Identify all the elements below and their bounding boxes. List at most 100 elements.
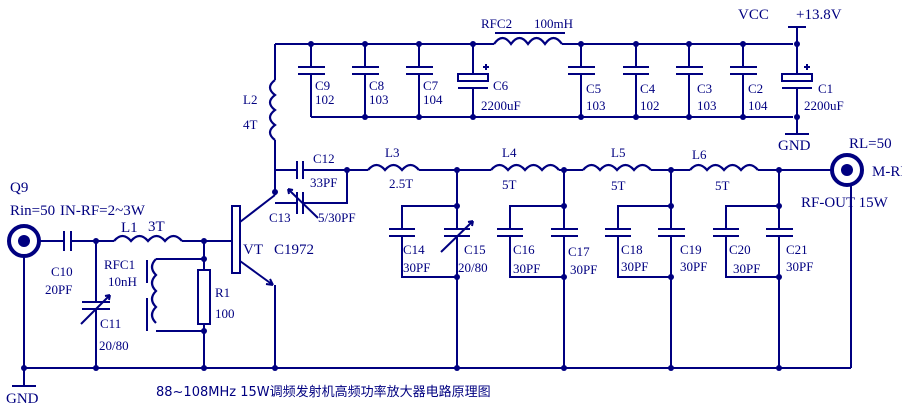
l2-value: 4T [243, 117, 258, 132]
c16-ref: C16 [513, 242, 535, 257]
c16-c17-group [497, 170, 578, 368]
c6-electrolytic-capacitor [457, 44, 489, 117]
c7-ref: C7 [423, 78, 439, 93]
rfc2-value: 100mH [534, 16, 573, 31]
c3-ref: C3 [697, 81, 712, 96]
c20-ref: C20 [729, 242, 751, 257]
c11-trimmer-capacitor [80, 241, 111, 368]
c1-electrolytic-capacitor [781, 27, 813, 134]
vt-ref: VT [243, 242, 263, 258]
rf-output-connector [830, 153, 864, 368]
c2-capacitor [730, 44, 757, 117]
c5-value: 103 [586, 98, 606, 113]
l5-ref: L5 [611, 145, 625, 160]
output-filter-line [347, 163, 832, 172]
diagram-caption: 88~108MHz 15W调频发射机高频功率放大器电路原理图 [156, 384, 491, 400]
c10-ref: C10 [51, 264, 73, 279]
input-connector-label: Q9 [10, 180, 28, 196]
c9-value: 102 [315, 92, 335, 107]
c19-ref: C19 [680, 242, 702, 257]
c20-value: 30PF [733, 261, 760, 276]
l2-inductor [268, 44, 277, 190]
l4-ref: L4 [502, 145, 517, 160]
vcc-label: VCC [738, 7, 769, 23]
c10-value: 20PF [45, 282, 72, 297]
rfc2-inductor [493, 32, 565, 46]
c4-value: 102 [640, 98, 660, 113]
l3-ref: L3 [385, 145, 399, 160]
c14-ref: C14 [403, 242, 425, 257]
c4-ref: C4 [640, 81, 656, 96]
c6-ref: C6 [493, 78, 509, 93]
c12-capacitor [275, 161, 347, 179]
rf-input-connector [7, 224, 41, 387]
c6-value: 2200uF [481, 98, 521, 113]
vcc-voltage: +13.8V [796, 7, 842, 23]
c13-trimmer-capacitor [275, 170, 348, 219]
r1-resistor [197, 241, 211, 368]
rfc2-ref: RFC2 [481, 16, 512, 31]
c1-value: 2200uF [804, 98, 844, 113]
c2-value: 104 [748, 98, 768, 113]
c18-ref: C18 [621, 242, 643, 257]
c14-c15-group [389, 170, 474, 368]
c19-value: 30PF [680, 259, 707, 274]
c16-value: 30PF [513, 261, 540, 276]
gnd-bottom-label: GND [6, 391, 39, 407]
rl-label: RL=50 [849, 136, 892, 152]
output-connector-label: M-RF [872, 164, 902, 180]
c14-value: 30PF [403, 260, 430, 275]
c2-ref: C2 [748, 81, 763, 96]
c17-ref: C17 [568, 244, 590, 259]
r1-ref: R1 [215, 285, 230, 300]
c5-capacitor [568, 44, 595, 117]
c11-value: 20/80 [99, 338, 129, 353]
c4-capacitor [623, 44, 649, 117]
c8-ref: C8 [369, 78, 384, 93]
c12-value: 33PF [310, 175, 337, 190]
c5-ref: C5 [586, 81, 601, 96]
c3-capacitor [676, 44, 703, 117]
c18-c19-group [605, 170, 685, 368]
rfc1-ref: RFC1 [104, 257, 135, 272]
r1-value: 100 [215, 306, 235, 321]
c21-value: 30PF [786, 259, 813, 274]
vt-part: C1972 [274, 242, 314, 258]
l6-ref: L6 [692, 147, 707, 162]
rf-out-label: RF-OUT 15W [801, 195, 889, 211]
l5-value: 5T [611, 178, 626, 193]
gnd-top-label: GND [778, 138, 811, 154]
c15-ref: C15 [464, 242, 486, 257]
c15-value: 20/80 [458, 260, 488, 275]
rfc1-value: 10nH [108, 274, 137, 289]
c9-ref: C9 [315, 78, 330, 93]
l3-value: 2.5T [389, 176, 413, 191]
l2-ref: L2 [243, 92, 257, 107]
c13-ref: C13 [269, 210, 291, 225]
c10-capacitor [39, 231, 114, 251]
c17-value: 30PF [570, 262, 597, 277]
in-rf-label: IN-RF=2~3W [60, 203, 146, 219]
c8-capacitor [352, 44, 379, 117]
c21-ref: C21 [786, 242, 808, 257]
l1-inductor [113, 234, 232, 243]
c18-value: 30PF [621, 259, 648, 274]
c9-capacitor [298, 44, 325, 117]
c7-value: 104 [423, 92, 443, 107]
c8-value: 103 [369, 92, 389, 107]
c20-c21-group [713, 170, 793, 368]
c3-value: 103 [697, 98, 717, 113]
c12-ref: C12 [313, 151, 335, 166]
rfc1-inductor [146, 258, 204, 332]
l6-value: 5T [715, 178, 730, 193]
l4-value: 5T [502, 177, 517, 192]
l1-ref: L1 [121, 220, 138, 236]
c1-ref: C1 [818, 81, 833, 96]
c7-capacitor [406, 44, 433, 117]
c13-value: 5/30PF [318, 210, 356, 225]
l1-value: 3T [148, 219, 165, 235]
c11-ref: C11 [100, 316, 121, 331]
junction-dots [21, 41, 800, 371]
